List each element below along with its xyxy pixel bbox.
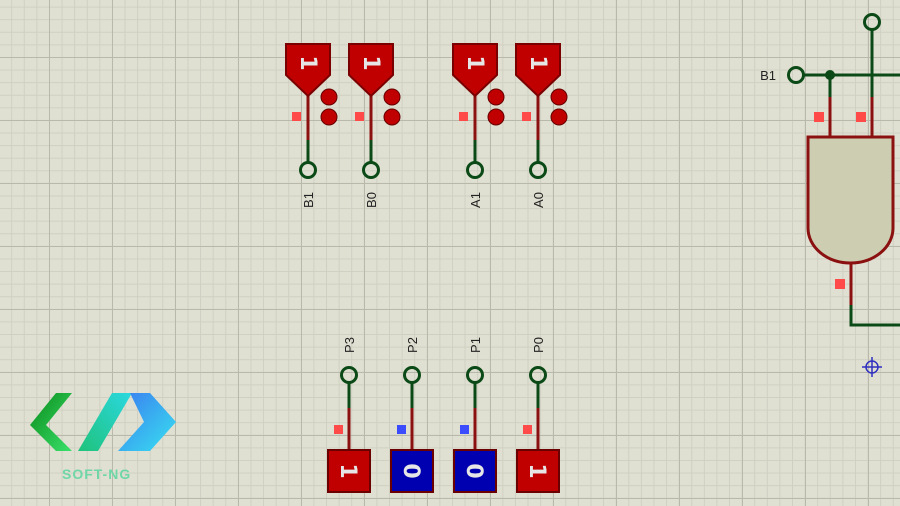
logo-icon [30,393,176,451]
origin-crosshair-icon [862,357,882,377]
logic-state-A1[interactable]: 1 A1 [452,43,505,208]
logic-probe-P0[interactable]: 1 P0 [516,337,560,493]
probe-label: P3 [342,337,357,353]
logic-probe-P1[interactable]: 0 P1 [453,337,497,493]
toggle-down-icon[interactable] [550,108,568,126]
probe-label: P2 [405,337,420,353]
logo-text: SOFT-NG [62,466,132,482]
probe-state: 1 [335,463,360,478]
terminal-pin[interactable] [863,13,881,31]
terminal-pin[interactable] [299,161,317,179]
probe-label: P1 [468,337,483,353]
toggle-down-icon[interactable] [383,108,401,126]
probe-label: P0 [531,337,546,353]
input-label: A0 [531,192,546,208]
state-digit: 1 [525,55,550,70]
and-gate-circuit[interactable]: B1 [760,13,900,378]
toggle-up-icon[interactable] [487,88,505,106]
state-digit: 1 [462,55,487,70]
toggle-down-icon[interactable] [487,108,505,126]
terminal-pin[interactable] [787,66,805,84]
input-label: B0 [364,192,379,208]
terminal-pin[interactable] [529,161,547,179]
probe-state: 1 [524,463,549,478]
toggle-up-icon[interactable] [320,88,338,106]
input-label: B1 [301,192,316,208]
toggle-up-icon[interactable] [550,88,568,106]
terminal-label: B1 [760,68,776,83]
terminal-pin[interactable] [466,161,484,179]
junction-dot [825,70,835,80]
input-label: A1 [468,192,483,208]
toggle-down-icon[interactable] [320,108,338,126]
state-digit: 1 [358,55,383,70]
logic-probe-P2[interactable]: 0 P2 [390,337,434,493]
probe-state: 0 [461,463,486,478]
logic-state-B0[interactable]: 1 B0 [348,43,401,208]
toggle-up-icon[interactable] [383,88,401,106]
state-digit: 1 [295,55,320,70]
terminal-pin[interactable] [362,161,380,179]
and-gate[interactable] [806,135,895,265]
logic-probe-P3[interactable]: 1 P3 [327,337,371,493]
logic-state-A0[interactable]: 1 A0 [515,43,568,208]
probe-state: 0 [398,463,423,478]
logic-state-B1[interactable]: 1 B1 [285,43,338,208]
